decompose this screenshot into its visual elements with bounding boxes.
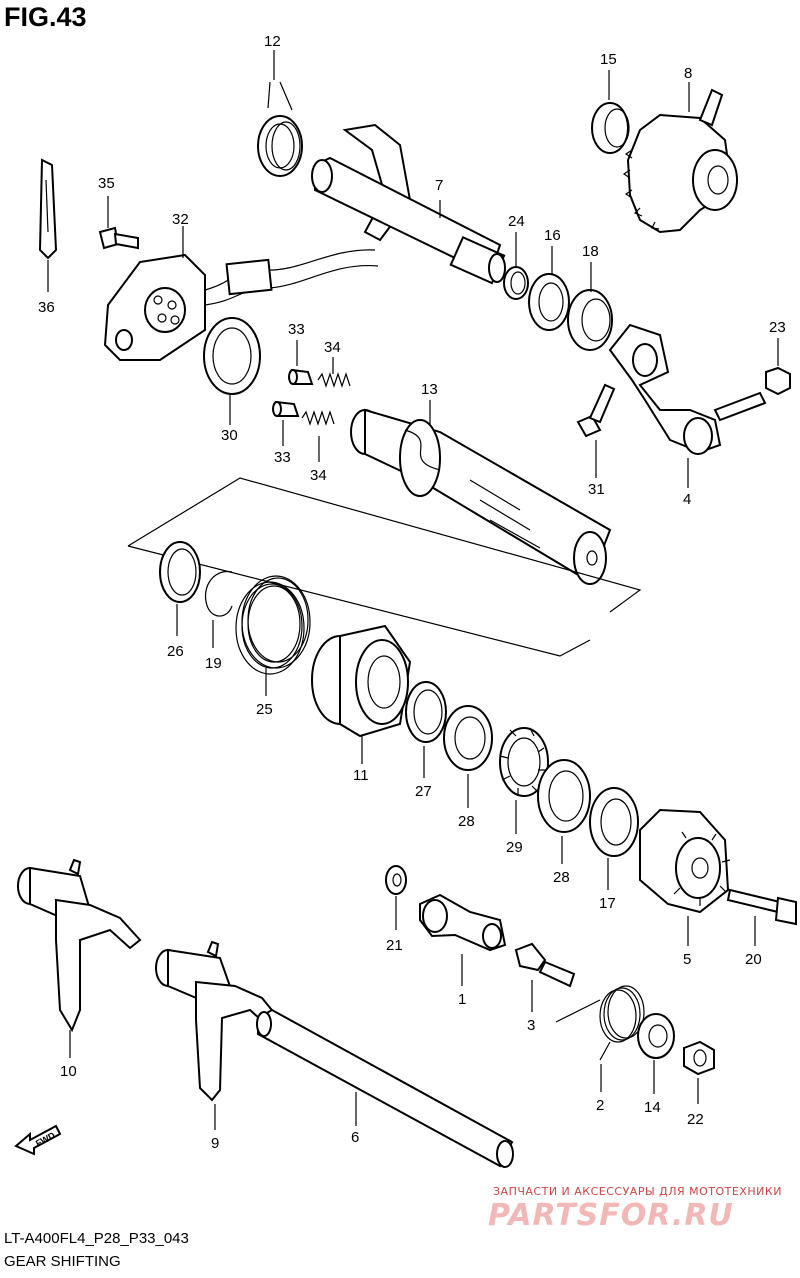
callout-13: 13 [421, 381, 438, 398]
callout-11: 11 [353, 767, 369, 784]
callout-17: 17 [599, 895, 616, 912]
part-17-washer [589, 787, 639, 890]
part-21-washer [385, 865, 407, 930]
callout-10: 10 [60, 1063, 77, 1080]
figure-title: FIG.43 [4, 2, 87, 32]
part-19-circlip [204, 570, 233, 648]
callout-23: 23 [769, 319, 786, 336]
callout-18: 18 [582, 243, 599, 260]
figure-code: LT-A400FL4_P28_P33_043 [4, 1230, 189, 1247]
callout-28-upper: 28 [458, 813, 475, 830]
callout-3: 3 [527, 1017, 535, 1034]
callout-21: 21 [386, 937, 403, 954]
part-35-bolt [98, 196, 139, 250]
callout-1: 1 [458, 991, 466, 1008]
part-29-bearing [499, 727, 549, 834]
part-3-bolt [514, 942, 576, 1012]
callout-32: 32 [172, 211, 189, 228]
callout-33-lower: 33 [274, 449, 291, 466]
part-22-nut [683, 1040, 715, 1104]
part-33-pin-upper [288, 340, 314, 385]
fwd-direction-icon: FWD [14, 1124, 62, 1156]
part-30-gasket [203, 317, 261, 425]
callout-31: 31 [588, 481, 605, 498]
figure-caption: GEAR SHIFTING [4, 1253, 121, 1270]
part-34-spring-lower [301, 410, 335, 462]
callout-5: 5 [683, 951, 691, 968]
callout-15: 15 [600, 51, 617, 68]
callout-30: 30 [221, 427, 238, 444]
callout-20: 20 [745, 951, 762, 968]
part-14-washer [637, 1013, 675, 1094]
callout-33-upper: 33 [288, 321, 305, 338]
part-7-shift-shaft [311, 123, 506, 285]
callout-27: 27 [415, 783, 432, 800]
part-36-clamp [38, 158, 58, 292]
part-23-nut [765, 338, 791, 396]
part-10-shift-fork [17, 858, 142, 1058]
callout-24: 24 [508, 213, 525, 230]
watermark-tagline: ЗАПЧАСТИ И АКСЕССУАРЫ ДЛЯ МОТОТЕХНИКИ [493, 1185, 782, 1198]
part-9-shift-fork [155, 940, 282, 1130]
part-2-return-spring [555, 985, 645, 1092]
part-24-circlip [503, 232, 529, 300]
part-5-gearshift-cam-stopper [639, 808, 731, 946]
part-18-oil-seal [567, 262, 613, 351]
part-1-gearshift-arm [419, 893, 507, 986]
part-6-shift-fork-shaft [256, 1008, 514, 1168]
callout-9: 9 [211, 1135, 219, 1152]
callout-labels: 12 15 8 7 35 32 24 16 18 36 33 34 23 13 … [38, 33, 786, 1152]
part-28-washer-lower [537, 759, 591, 864]
callout-16: 16 [544, 227, 561, 244]
callout-2: 2 [596, 1097, 604, 1114]
callout-25: 25 [256, 701, 273, 718]
part-26-circlip [159, 541, 201, 636]
callout-4: 4 [683, 491, 691, 508]
callout-22: 22 [687, 1111, 704, 1128]
callout-14: 14 [644, 1099, 661, 1116]
callout-6: 6 [351, 1129, 359, 1146]
part-32-gear-position-sensor [103, 226, 379, 361]
part-33-pin-lower [272, 400, 300, 446]
callout-34-lower: 34 [310, 467, 327, 484]
callout-19: 19 [205, 655, 222, 672]
part-34-spring-upper [317, 357, 351, 388]
part-8-gear-segment [622, 82, 738, 234]
part-12-spring [257, 50, 303, 177]
callout-35: 35 [98, 175, 115, 192]
part-25-spring [235, 575, 311, 696]
callout-36: 36 [38, 299, 55, 316]
callout-26: 26 [167, 643, 184, 660]
callout-12: 12 [264, 33, 281, 50]
callout-28-lower: 28 [553, 869, 570, 886]
part-28-washer-upper [443, 705, 493, 808]
callout-29: 29 [506, 839, 523, 856]
part-16-washer [528, 246, 570, 331]
part-20-bolt [726, 888, 797, 946]
part-27-circlip [405, 681, 447, 778]
callout-34-upper: 34 [324, 339, 341, 356]
part-15-bushing [591, 70, 630, 154]
part-11-gearshift-cam-drum [311, 624, 412, 764]
callout-8: 8 [684, 65, 692, 82]
callout-7: 7 [435, 177, 443, 194]
part-31-bolt [576, 383, 616, 478]
part-13-shift-cam [350, 400, 612, 585]
watermark-brand: PARTSFOR.RU [488, 1198, 734, 1233]
part-4-shift-lever [608, 323, 767, 488]
